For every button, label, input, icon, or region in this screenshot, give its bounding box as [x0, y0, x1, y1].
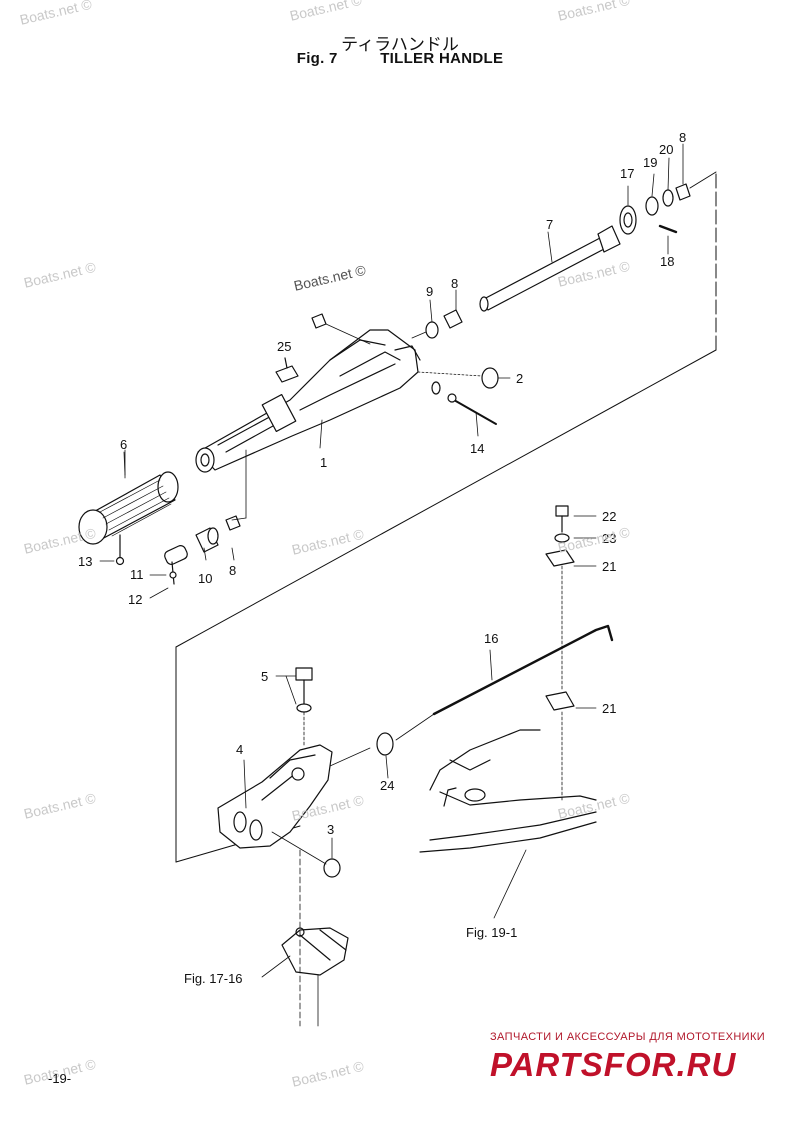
- label-part-24: 24: [380, 778, 395, 793]
- figure-number: Fig. 7: [296, 50, 338, 67]
- brand-logo: PARTSFOR.RU: [490, 1046, 737, 1083]
- bolt-14: [431, 381, 497, 437]
- label-part-1: 1: [320, 455, 328, 470]
- label-part-23: 23: [602, 531, 617, 546]
- tiller-handle-body: [195, 329, 421, 473]
- bolt-5: [275, 667, 313, 746]
- pin-18: [658, 224, 678, 255]
- gear-17: [619, 185, 637, 235]
- label-part-21-lower: 21: [602, 701, 617, 716]
- washer-9: [411, 299, 439, 339]
- label-part-6: 6: [120, 437, 128, 452]
- pivot-bracket: [217, 744, 333, 849]
- label-part-8-top: 8: [451, 276, 459, 291]
- label-part-17: 17: [620, 166, 635, 181]
- page-number: -19-: [48, 1071, 72, 1086]
- ref-fig-17-16: Fig. 17-16: [184, 971, 243, 986]
- label-part-8-top-right: 8: [679, 130, 687, 145]
- collar-10: [195, 527, 219, 553]
- label-part-7: 7: [546, 217, 554, 232]
- label-part-9: 9: [426, 284, 434, 299]
- label-part-11: 11: [130, 567, 144, 582]
- washer-3: [271, 831, 341, 878]
- label-part-5: 5: [261, 669, 269, 684]
- figure-title: Fig. 7 TILLER HANDLE: [0, 50, 800, 67]
- label-part-21-upper: 21: [602, 559, 617, 574]
- throttle-shaft: [479, 225, 621, 312]
- label-part-20: 20: [659, 142, 674, 157]
- title-japanese: ティラハンドル: [341, 35, 459, 55]
- label-part-2: 2: [516, 371, 524, 386]
- label-part-25: 25: [277, 339, 292, 354]
- section-boundary: [175, 171, 717, 863]
- ref-fig-19-1: Fig. 19-1: [466, 925, 518, 940]
- brand-tagline: ЗАПЧАСТИ И АКСЕССУАРЫ ДЛЯ МОТОТЕХНИКИ: [490, 1031, 766, 1043]
- label-part-4: 4: [236, 742, 244, 757]
- label-part-19: 19: [643, 155, 658, 170]
- label-part-12: 12: [128, 592, 143, 607]
- bracket-stack: [545, 505, 597, 801]
- fig19-housing: [419, 729, 597, 919]
- screw-13: [99, 534, 125, 566]
- throttle-link: [149, 545, 188, 599]
- nut-25-small: [311, 313, 371, 345]
- washers-top-right: [645, 143, 691, 216]
- label-part-14: 14: [470, 441, 485, 456]
- leader-lines: [123, 419, 323, 561]
- label-part-22: 22: [602, 509, 617, 524]
- part-25-plate: [275, 357, 299, 383]
- label-part-8-lower: 8: [229, 563, 237, 578]
- nut-8-lower: [225, 449, 247, 531]
- fig17-arm: [261, 849, 349, 1027]
- label-part-3: 3: [327, 822, 335, 837]
- label-part-13: 13: [78, 554, 93, 569]
- label-part-16: 16: [484, 631, 499, 646]
- nut-8-top: [443, 289, 463, 329]
- cap-2: [417, 367, 511, 389]
- throttle-grip: [78, 449, 179, 545]
- figure-name: TILLER HANDLE: [380, 50, 504, 67]
- label-part-10: 10: [198, 571, 213, 586]
- label-part-18: 18: [660, 254, 675, 269]
- shift-rod: [329, 624, 614, 779]
